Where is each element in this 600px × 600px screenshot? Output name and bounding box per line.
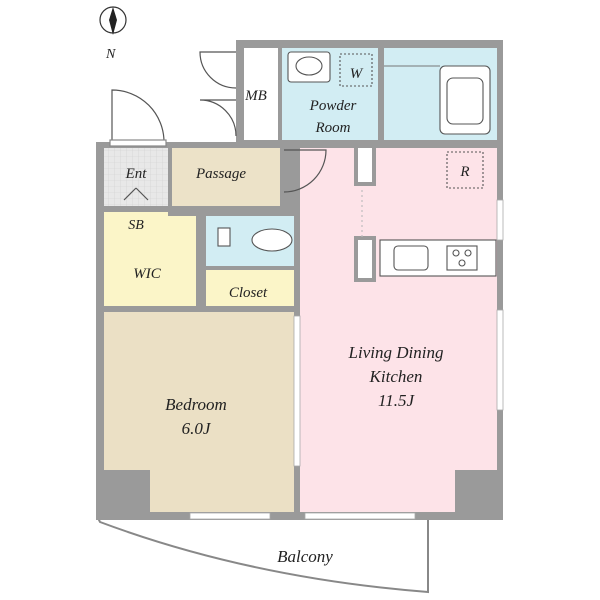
shoe-box-label: SB bbox=[128, 218, 144, 233]
doors bbox=[109, 51, 327, 201]
washer-space bbox=[339, 53, 373, 87]
bedroom-size: 6.0J bbox=[182, 419, 212, 438]
ldk-label-1: Living Dining bbox=[348, 343, 444, 362]
ldk-size: 11.5J bbox=[378, 391, 415, 410]
room-labels: MB Powder Room Ent Passage SB WIC Closet… bbox=[125, 88, 444, 438]
basin-bowl bbox=[295, 56, 323, 76]
closet-floor bbox=[206, 270, 294, 306]
closet-label: Closet bbox=[229, 285, 268, 301]
bathtub-basin bbox=[446, 77, 484, 125]
bedroom-floor bbox=[104, 312, 294, 512]
powder-room-label-2: Room bbox=[315, 120, 351, 136]
entrance-floor bbox=[104, 148, 168, 214]
compass: N bbox=[99, 6, 127, 62]
mb-label: MB bbox=[244, 88, 267, 104]
washer-label: W bbox=[350, 66, 364, 82]
fixtures: W R bbox=[217, 51, 497, 277]
wic-label: WIC bbox=[133, 266, 161, 282]
passage-label: Passage bbox=[195, 166, 246, 182]
toilet-icon bbox=[251, 228, 293, 252]
entrance-label: Ent bbox=[125, 166, 148, 182]
fridge-label: R bbox=[459, 164, 469, 180]
powder-room-label-1: Powder bbox=[309, 98, 357, 114]
ldk-floor bbox=[300, 148, 497, 512]
passage-floor bbox=[172, 148, 280, 206]
windows bbox=[189, 199, 504, 520]
mb-space bbox=[244, 48, 278, 140]
balcony-label: Balcony bbox=[277, 547, 333, 566]
bedroom-label: Bedroom bbox=[165, 395, 227, 414]
balcony: Balcony bbox=[96, 517, 429, 594]
balcony-area bbox=[96, 517, 429, 594]
wic-floor bbox=[104, 216, 196, 306]
toilet-tank bbox=[217, 227, 231, 247]
fridge-space bbox=[446, 151, 484, 189]
sink-icon bbox=[393, 245, 429, 271]
north-arrow-icon bbox=[109, 7, 117, 35]
compass-label: N bbox=[105, 47, 116, 62]
ldk-label-2: Kitchen bbox=[369, 367, 423, 386]
